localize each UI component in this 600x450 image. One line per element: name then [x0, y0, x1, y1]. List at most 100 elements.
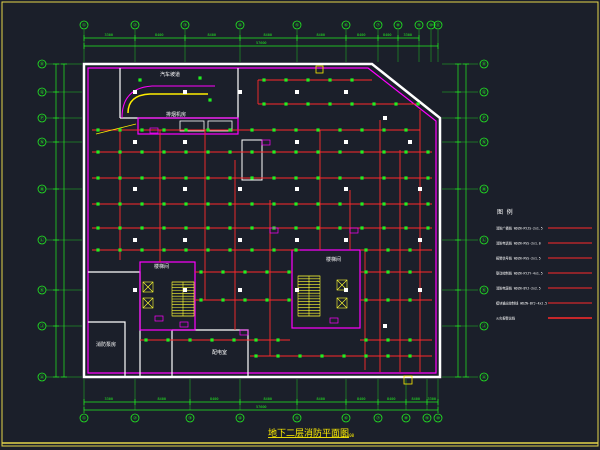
smoke-detector [284, 78, 288, 82]
grid-bubble-bottom-label: ⑩ [436, 416, 441, 422]
grid-bubble-top-circle [235, 20, 245, 30]
grid-bubble-top: ④ [235, 20, 245, 30]
smoke-detector [338, 226, 342, 230]
column [408, 140, 412, 144]
smoke-detector [364, 354, 368, 358]
grid-bubble-right-circle [479, 372, 489, 382]
grid-bubble-bottom: ④ [235, 413, 245, 423]
smoke-detector [382, 202, 386, 206]
grid-bubble-left: Ⓜ [37, 184, 47, 194]
grid-bubble-top: ⑪ [433, 20, 443, 30]
grid-bubble-right: Ⓛ [479, 235, 489, 245]
smoke-detector [404, 128, 408, 132]
column [133, 238, 137, 242]
grid-bubble-left: Ⓝ [37, 137, 47, 147]
smoke-detector [372, 102, 376, 106]
smoke-detector [138, 78, 142, 82]
column [295, 238, 299, 242]
smoke-detector [206, 226, 210, 230]
dim-top-label: 3300 [105, 33, 113, 37]
smoke-detector [166, 338, 170, 342]
grid-bubble-bottom-circle [235, 413, 245, 423]
column [418, 187, 422, 191]
grid-bubble-top-label: ⑦ [376, 23, 381, 29]
grid-bubble-bottom: ② [130, 413, 140, 423]
grid-bubble-left-label: Ⓙ [40, 323, 45, 330]
smoke-detector [140, 248, 144, 252]
grid-bubble-top: ② [130, 20, 140, 30]
grid-bubble-right: Ⓠ [479, 87, 489, 97]
dim-bottom-label: 8400 [387, 397, 395, 401]
smoke-detector [408, 248, 412, 252]
module-box [349, 227, 359, 234]
grid-bubble-top-label: ⑤ [295, 23, 300, 29]
elevator-car [336, 297, 348, 309]
grid-bubble-bottom-circle [185, 413, 195, 423]
grid-bubble-left-circle [37, 285, 47, 295]
module-box [269, 227, 279, 234]
room-label-power: 配电室 [212, 349, 227, 356]
column [418, 288, 422, 292]
module-box [329, 317, 339, 324]
grid-bubble-bottom-circle [341, 413, 351, 423]
smoke-detector [404, 150, 408, 154]
room-label-fan: 排烟机房 [166, 111, 186, 118]
grid-bubble-left-label: Ⓡ [40, 61, 45, 68]
structural-columns [133, 90, 422, 328]
smoke-detector [306, 78, 310, 82]
column [183, 238, 187, 242]
building-outline [82, 62, 442, 379]
smoke-detector [342, 354, 346, 358]
smoke-detector [254, 354, 258, 358]
dim-bottom-label: 8400 [317, 397, 325, 401]
grid-bubble-top-label: ⑥ [344, 23, 349, 29]
smoke-detector [328, 102, 332, 106]
grid-bubble-right: Ⓜ [479, 184, 489, 194]
module-box [154, 315, 164, 322]
grid-bubble-bottom-label: ① [82, 416, 87, 422]
grid-bubble-right-label: Ⓟ [482, 115, 487, 122]
module-box [179, 321, 189, 328]
smoke-detector [198, 76, 202, 80]
dim-bottom-label: 8400 [158, 397, 166, 401]
smoke-detector [96, 202, 100, 206]
grid-bubble-bottom-label: ⑨ [425, 416, 430, 422]
grid-bubble-top: ① [79, 20, 89, 30]
grid-bubble-top-circle [433, 20, 443, 30]
grid-bubble-top-label: ④ [238, 23, 243, 29]
dim-bottom-label: 8400 [264, 397, 272, 401]
smoke-detector [320, 354, 324, 358]
smoke-detector [294, 248, 298, 252]
grid-bubble-left-circle [37, 184, 47, 194]
dim-bottom-label: 8400 [357, 397, 365, 401]
grid-bubble-right-label: Ⓝ [482, 139, 487, 146]
grid-bubble-left: Ⓙ [37, 321, 47, 331]
smoke-detector [228, 202, 232, 206]
grid-bubble-left-label: Ⓚ [40, 287, 45, 294]
grid-bubble-left: Ⓠ [37, 87, 47, 97]
grid-bubble-bottom-label: ③ [188, 416, 193, 422]
grid-bubble-top-circle [393, 20, 403, 30]
room-label-pump: 消防泵房 [96, 341, 116, 348]
smoke-detector [382, 176, 386, 180]
dim-top-label: 8400 [264, 33, 272, 37]
grid-bubble-right-circle [479, 285, 489, 295]
grid-bubble-bottom-label: ④ [238, 416, 243, 422]
detectors [96, 65, 430, 385]
smoke-detector [382, 226, 386, 230]
grid-bubble-left: Ⓟ [37, 113, 47, 123]
ramp-curve [127, 93, 208, 114]
smoke-detector [162, 226, 166, 230]
grid-bubble-top-circle [180, 20, 190, 30]
grid-bubble-bottom-circle [422, 413, 432, 423]
smoke-detector [364, 338, 368, 342]
dim-bottom-label: 8400 [210, 397, 218, 401]
grid-bubble-left-circle [37, 59, 47, 69]
elevator-cross [336, 297, 348, 309]
grid-bubble-right-label: Ⓠ [482, 89, 487, 96]
smoke-detector [386, 248, 390, 252]
smoke-detector [382, 150, 386, 154]
smoke-detector [221, 270, 225, 274]
